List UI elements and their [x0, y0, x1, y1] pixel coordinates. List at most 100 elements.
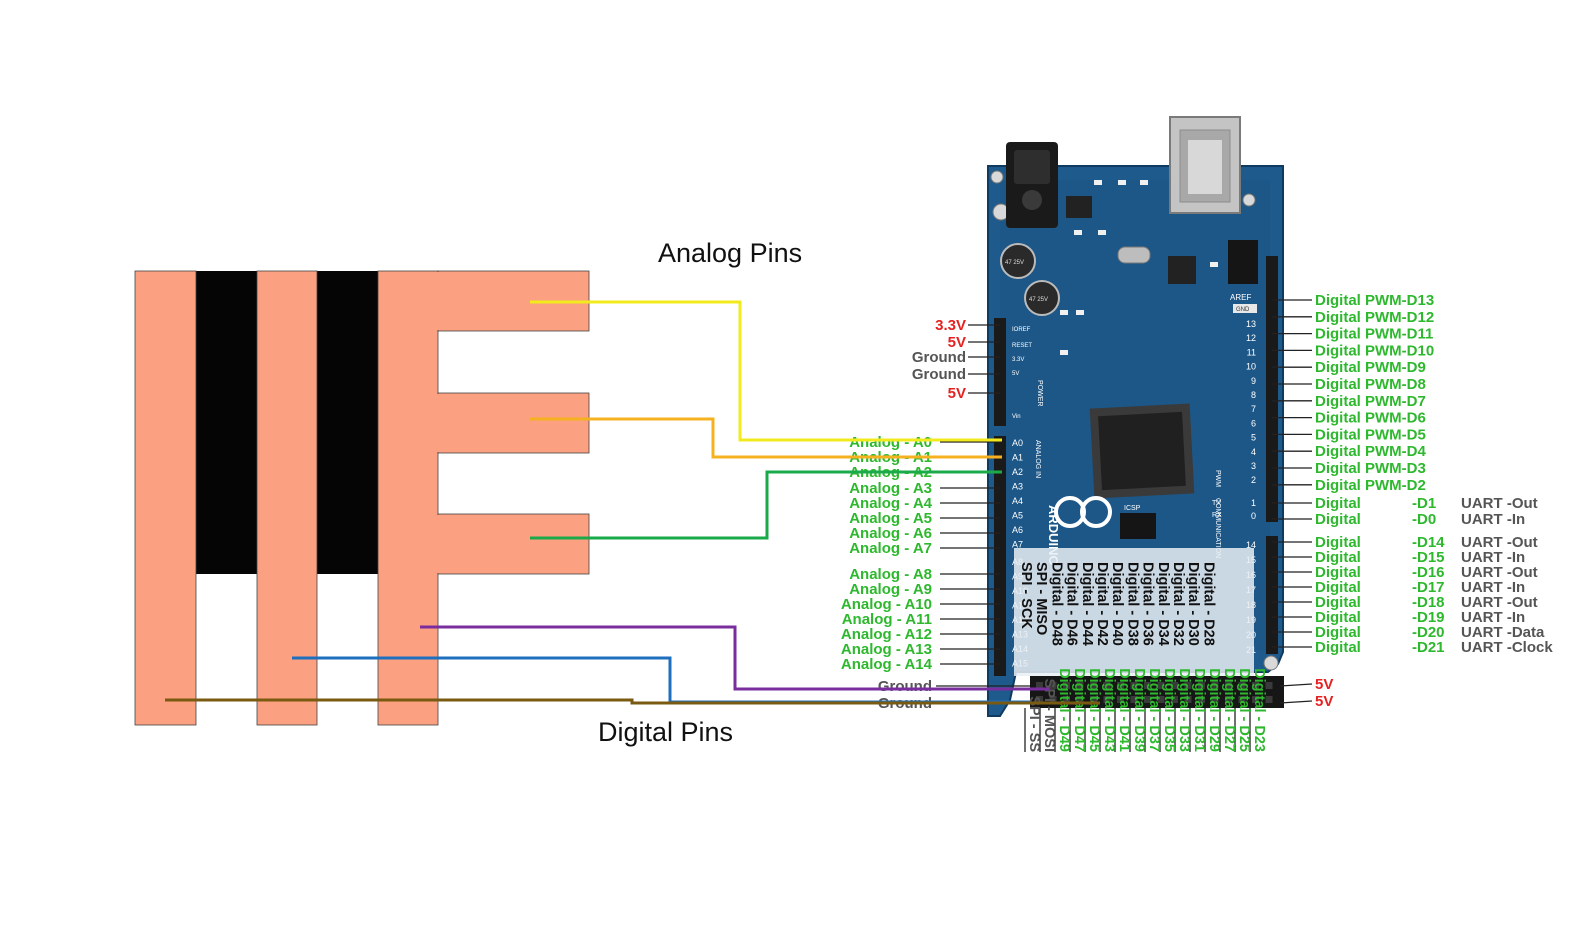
silk-analog-number: A4	[1012, 496, 1023, 506]
comm-label-func: UART -In	[1461, 549, 1525, 566]
bottom-pin-label: Digital - D23	[1251, 668, 1267, 752]
comm-label-pin: -D20	[1412, 624, 1445, 641]
silk-pin-number: 12	[1246, 333, 1256, 343]
header-pin	[1130, 696, 1138, 703]
header-comm	[1266, 536, 1278, 654]
bottom-pin-label: Digital - D43	[1101, 668, 1117, 752]
analog-label: Analog - A13	[841, 641, 932, 658]
header-pin	[1184, 682, 1192, 689]
overlay-pin-label: Digital - D42	[1094, 562, 1110, 646]
silk-analog-number: A0	[1012, 438, 1023, 448]
svg-text:AREF: AREF	[1230, 293, 1251, 302]
svg-text:PWM: PWM	[1214, 470, 1221, 487]
comm-label-pin: -D1	[1412, 495, 1436, 512]
overlay-pin-label: Digital - D34	[1155, 562, 1171, 646]
comm-label-func: UART -Out	[1461, 564, 1538, 581]
silk-analog-number: A1	[1012, 453, 1023, 463]
analog-label: Analog - A0	[849, 434, 932, 451]
digital-pins-caption: Digital Pins	[598, 717, 734, 747]
header-pin	[1252, 682, 1259, 689]
svg-text:ICSP: ICSP	[1124, 505, 1141, 512]
power-label: 3.3V	[935, 317, 966, 334]
mount-hole-4	[1263, 655, 1279, 671]
overlay-pin-label: SPI - SCK	[1018, 562, 1034, 629]
svg-text:5V: 5V	[1012, 371, 1019, 377]
right-5v-leader	[1279, 683, 1313, 687]
pwm-label: Digital PWM-D11	[1315, 326, 1433, 343]
wires	[165, 300, 1100, 705]
silk-pin-number: 11	[1247, 347, 1256, 357]
digital-overlay-panel	[1014, 548, 1254, 676]
comm-label-name: Digital	[1315, 511, 1361, 528]
header-pin	[1252, 696, 1259, 703]
analog-label: Analog - A3	[849, 480, 932, 497]
silk-pin-number: 3	[1251, 461, 1256, 471]
header-pin	[1225, 682, 1232, 689]
header-pin	[1157, 682, 1165, 689]
header-pin	[1225, 696, 1232, 703]
mount-hole-3	[1242, 193, 1256, 207]
header-pin	[1063, 696, 1070, 703]
overlay-pin-label: Digital - D32	[1170, 562, 1186, 646]
comm-label-name: Digital	[1315, 609, 1361, 626]
overlay-pin-label: Digital - D46	[1064, 562, 1080, 646]
silk-pin-number: 13	[1246, 319, 1256, 329]
silk-comm-number: 14	[1246, 540, 1256, 550]
comm-label-pin: -D21	[1412, 639, 1445, 656]
pwm-label: Digital PWM-D7	[1315, 393, 1426, 410]
power-label: 5V	[948, 334, 966, 351]
header-pin	[1238, 696, 1246, 703]
comm-label-name: Digital	[1315, 624, 1361, 641]
voltage-regulator	[1066, 196, 1092, 218]
silk-pin-number: 4	[1251, 447, 1256, 457]
comm-label-pin: -D14	[1412, 534, 1445, 551]
wire-brown	[165, 698, 1100, 705]
comm-label-pin: -D16	[1412, 564, 1445, 581]
dc-power-jack	[1006, 142, 1058, 228]
analog-label: Analog - A11	[842, 611, 932, 628]
header-pin	[1144, 682, 1151, 689]
pwm-label: Digital PWM-D13	[1315, 292, 1434, 309]
comm-label-func: UART -Out	[1461, 594, 1538, 611]
svg-text:IOREF: IOREF	[1012, 327, 1031, 333]
bottom-pin-label: Digital - D35	[1161, 668, 1177, 752]
silk-pin-number: 8	[1251, 390, 1256, 400]
pwm-label: Digital PWM-D2	[1315, 477, 1426, 494]
pwm-label: Digital PWM-D9	[1315, 359, 1426, 376]
bottom-ground-label: Ground	[878, 678, 932, 695]
comm-label-func: UART -Out	[1461, 495, 1538, 512]
gap-block-right	[317, 271, 378, 574]
bottom-pin-label: Digital - D27	[1221, 668, 1237, 752]
silk-pin-number: 5	[1251, 433, 1256, 443]
silk-pin-number: 1	[1251, 498, 1256, 508]
header-pin	[1076, 696, 1084, 703]
header-pin	[1144, 696, 1151, 703]
usb-chip	[1168, 256, 1196, 284]
header-pin	[1157, 696, 1165, 703]
bottom-pin-label: Digital - D25	[1236, 668, 1252, 752]
double-row-pins	[1036, 682, 1273, 703]
header-pin	[1076, 682, 1084, 689]
overlay-pin-label: Digital - D36	[1140, 562, 1156, 646]
silk-analog-number: A6	[1012, 525, 1023, 535]
silk-pin-number: 7	[1251, 404, 1256, 414]
power-label: 5V	[948, 385, 966, 402]
comm-label-pin: -D18	[1412, 594, 1445, 611]
comm-label-pin: -D0	[1412, 511, 1436, 528]
silk-pin-number: 6	[1251, 418, 1256, 428]
header-pin	[1063, 682, 1070, 689]
usb-b-port	[1169, 116, 1241, 214]
bottom-pin-label: Digital - D49	[1056, 668, 1072, 752]
header-pwm	[1266, 256, 1278, 522]
power-label: Ground	[912, 349, 966, 366]
overlay-pin-label: SPI - MISO	[1033, 562, 1049, 635]
bottom-pin-label: Digital - D45	[1086, 668, 1102, 752]
header-pin	[1103, 696, 1111, 703]
crystal	[1117, 246, 1151, 264]
mount-hole-1	[990, 170, 1004, 184]
bottom-pin-label: Digital - D29	[1206, 668, 1222, 752]
svg-text:47 25V: 47 25V	[1029, 297, 1048, 303]
arduino-mega-board: 47 25V 47 25V ICSP ARDUINO POWER	[987, 116, 1284, 717]
